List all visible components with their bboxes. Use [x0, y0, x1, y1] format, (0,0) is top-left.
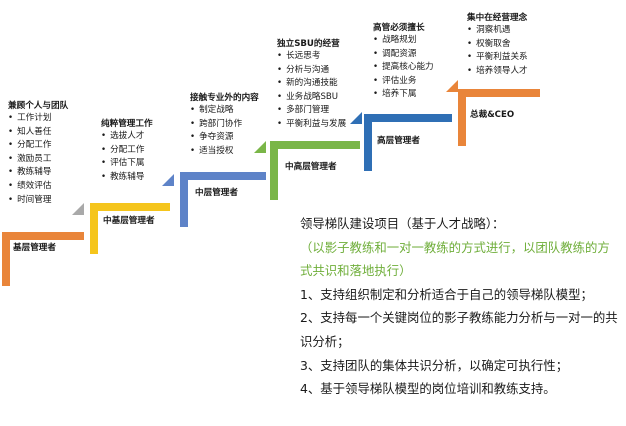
stage-1-item: 时间管理: [8, 194, 68, 208]
stage-6-block: 集中在经营理念 洞察机遇 权衡取舍 平衡利益关系 培养领导人才: [467, 12, 528, 78]
stage-4-item: 长远思考: [277, 50, 346, 64]
stage-1-item: 激励员工: [8, 153, 68, 167]
stage-4-item: 多部门管理: [277, 104, 346, 118]
stage-4-item: 分析与沟通: [277, 64, 346, 78]
stage-3-level-label: 中层管理者: [195, 188, 238, 198]
stair-2: [90, 174, 174, 254]
stage-5-item: 评估业务: [373, 75, 434, 89]
description-item: 4、基于领导梯队模型的岗位培训和教练支持。: [300, 381, 556, 397]
stage-4-heading: 独立SBU的经营: [277, 39, 340, 49]
stair-5: [364, 80, 458, 171]
stage-6-item: 平衡利益关系: [467, 51, 528, 65]
stage-5-item: 调配资源: [373, 48, 434, 62]
stage-5-block: 高管必须擅长 战略规划 调配资源 提高核心能力 评估业务 培养下属: [373, 22, 434, 102]
stage-1-block: 兼顾个人与团队 工作计划 知人善任 分配工作 激励员工 教练辅导 绩效评估 时间…: [8, 100, 68, 207]
stair-4: [270, 112, 362, 200]
description-subtitle: （以影子教练和一对一教练的方式进行，以团队教练的方式共识和落地执行）: [300, 239, 610, 279]
stage-2-item: 教练辅导: [101, 171, 153, 185]
stage-5-item: 提高核心能力: [373, 61, 434, 75]
stage-1-item: 分配工作: [8, 139, 68, 153]
stair-1: [2, 203, 84, 286]
description-title: 领导梯队建设项目（基于人才战略）：: [300, 216, 505, 231]
stage-2-heading: 纯粹管理工作: [101, 119, 153, 129]
stage-3-block: 接触专业外的内容 制定战略 跨部门协作 争夺资源 适当授权: [190, 92, 259, 158]
stage-3-item: 跨部门协作: [190, 118, 259, 132]
stage-1-heading: 兼顾个人与团队: [8, 101, 69, 111]
stage-3-item: 适当授权: [190, 145, 259, 159]
stage-6-item: 培养领导人才: [467, 65, 528, 79]
stage-5-heading: 高管必须擅长: [373, 23, 425, 33]
stage-2-item: 选拔人才: [101, 130, 153, 144]
stage-5-item: 培养下属: [373, 88, 434, 102]
stage-4-item: 平衡利益与发展: [277, 118, 346, 132]
project-description: 领导梯队建设项目（基于人才战略）： （以影子教练和一对一教练的方式进行，以团队教…: [300, 212, 618, 401]
stage-3-heading: 接触专业外的内容: [190, 93, 259, 103]
stage-4-level-label: 中高层管理者: [285, 162, 337, 172]
description-item: 2、支持每一个关键岗位的影子教练能力分析与一对一的共识分析；: [300, 310, 618, 349]
stage-6-item: 权衡取舍: [467, 38, 528, 52]
stage-4-block: 独立SBU的经营 长远思考 分析与沟通 新的沟通技能 业务战略SBU 多部门管理…: [277, 38, 346, 132]
description-item: 1、支持组织制定和分析适合于自己的领导梯队模型；: [300, 286, 593, 302]
stage-5-level-label: 高层管理者: [377, 136, 420, 146]
stair-6: [458, 89, 540, 146]
stage-1-level-label: 基层管理者: [13, 243, 56, 253]
stage-1-item: 绩效评估: [8, 180, 68, 194]
stage-3-item: 制定战略: [190, 104, 259, 118]
description-item: 3、支持团队的集体共识分析，以确定可执行性；: [300, 357, 569, 373]
stage-4-item: 业务战略SBU: [277, 91, 346, 105]
stage-6-item: 洞察机遇: [467, 24, 528, 38]
stage-1-item: 工作计划: [8, 112, 68, 126]
stage-2-item: 评估下属: [101, 157, 153, 171]
stage-1-item: 教练辅导: [8, 166, 68, 180]
stage-2-level-label: 中基层管理者: [103, 216, 155, 226]
stage-2-block: 纯粹管理工作 选拔人才 分配工作 评估下属 教练辅导: [101, 118, 153, 184]
stage-4-item: 新的沟通技能: [277, 77, 346, 91]
stage-2-item: 分配工作: [101, 144, 153, 158]
stage-6-level-label: 总裁&CEO: [470, 110, 515, 120]
stage-6-heading: 集中在经营理念: [467, 13, 528, 23]
stage-1-item: 知人善任: [8, 126, 68, 140]
stage-5-item: 战略规划: [373, 34, 434, 48]
stage-3-item: 争夺资源: [190, 131, 259, 145]
